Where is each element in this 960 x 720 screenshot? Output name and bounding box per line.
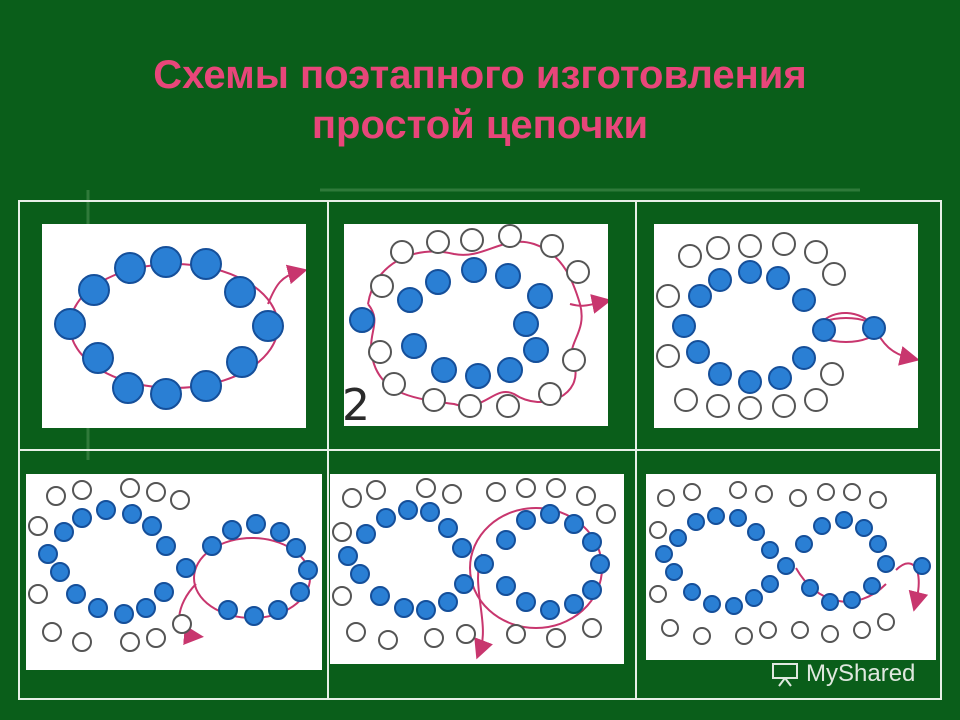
title-line-2: простой цепочки	[311, 103, 649, 147]
filled-beads	[672, 260, 886, 394]
step-2-number: 2	[342, 380, 370, 431]
step-4-diagram	[26, 474, 322, 670]
empty-beads	[28, 478, 192, 652]
step-5-diagram	[330, 474, 624, 664]
watermark-text: MyShared	[806, 660, 916, 687]
title-line-1: Схемы поэтапного изготовления	[153, 53, 807, 97]
empty-beads	[649, 481, 895, 645]
filled-beads	[349, 257, 553, 389]
filled-beads	[338, 500, 610, 620]
empty-beads	[332, 478, 616, 650]
page-title: Схемы поэтапного изготовления простой це…	[0, 50, 960, 150]
empty-beads	[368, 224, 590, 418]
filled-beads	[655, 507, 931, 615]
bead-ring	[54, 246, 284, 410]
empty-beads	[656, 232, 846, 420]
diagram-grid	[18, 200, 942, 700]
filled-beads	[38, 500, 318, 626]
grid-divider-horizontal	[20, 449, 940, 451]
step-6-diagram	[646, 474, 936, 660]
step-3-diagram	[654, 224, 918, 428]
presentation-board-icon	[772, 663, 798, 687]
watermark: MyShared	[770, 660, 915, 688]
step-1-diagram	[42, 224, 306, 428]
step-2-diagram	[344, 224, 608, 426]
